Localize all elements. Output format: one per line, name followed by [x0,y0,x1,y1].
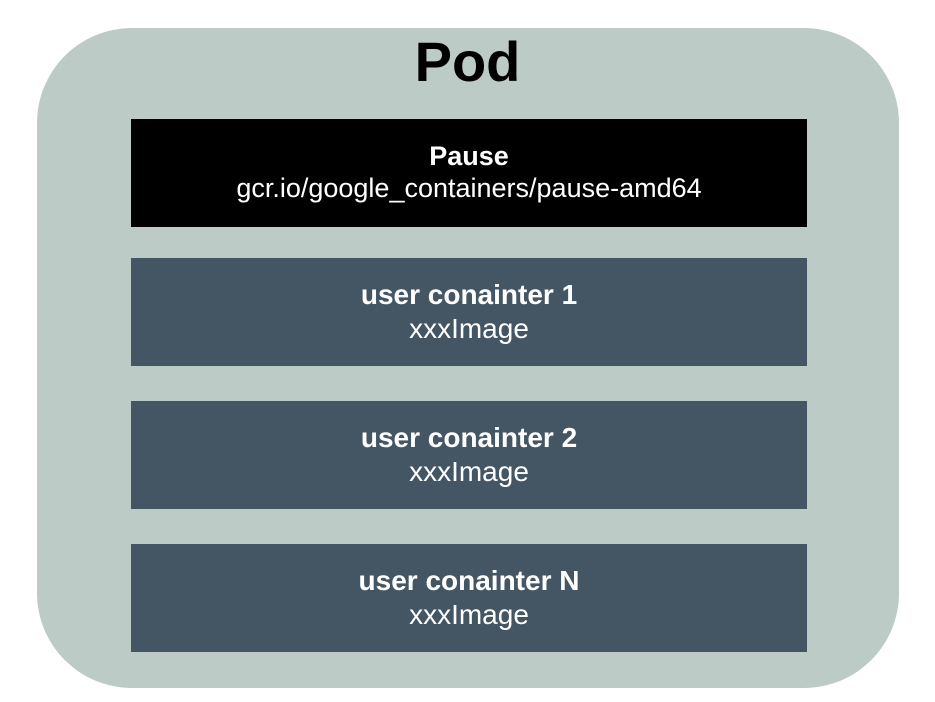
user-container-image: xxxImage [409,313,529,344]
user-container-box-2: user conainter 2 xxxImage [131,401,807,509]
user-container-name: user conainter N [358,565,580,596]
user-container-name: user conainter 2 [360,422,578,453]
pause-container-box: Pause gcr.io/google_containers/pause-amd… [131,119,807,227]
user-container-box-n: user conainter N xxxImage [131,544,807,652]
user-container-name: user conainter 1 [360,279,578,310]
pause-container-name: Pause [429,141,509,171]
pod-title: Pod [414,30,521,93]
pause-container-image: gcr.io/google_containers/pause-amd64 [236,173,702,203]
user-container-image: xxxImage [409,599,529,630]
user-container-image: xxxImage [409,456,529,487]
user-container-box-1: user conainter 1 xxxImage [131,258,807,366]
